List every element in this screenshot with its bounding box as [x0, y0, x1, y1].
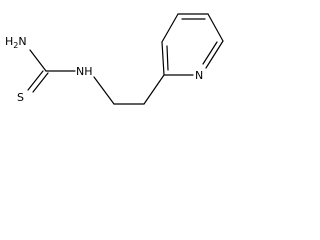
bond-nh-ch2	[93, 76, 115, 105]
ring-bond-c4-c3	[161, 13, 179, 43]
amine-subscript: 2	[13, 41, 18, 50]
ring-double-c6-n	[202, 41, 218, 65]
structure-diagram: H2N NH S N	[5, 13, 224, 105]
amine-n: N	[18, 35, 26, 48]
bond-c-s-1	[27, 70, 44, 91]
imine-nh-label: NH	[76, 65, 93, 78]
ring-bond-c6-c5	[207, 13, 224, 42]
ring-double-c2-c3	[166, 45, 169, 71]
ring-bond-c3-c2	[161, 41, 165, 76]
bond-c-nh2	[29, 49, 47, 72]
bond-ch2-ring	[143, 74, 165, 105]
bond-c-s-2	[32, 72, 49, 93]
amine-h: H	[5, 35, 13, 48]
sulfur-label: S	[17, 91, 24, 104]
pyridine-n-label: N	[195, 69, 203, 82]
ring-bond-n-c6	[205, 40, 224, 69]
amine-label: H2N	[5, 35, 27, 50]
